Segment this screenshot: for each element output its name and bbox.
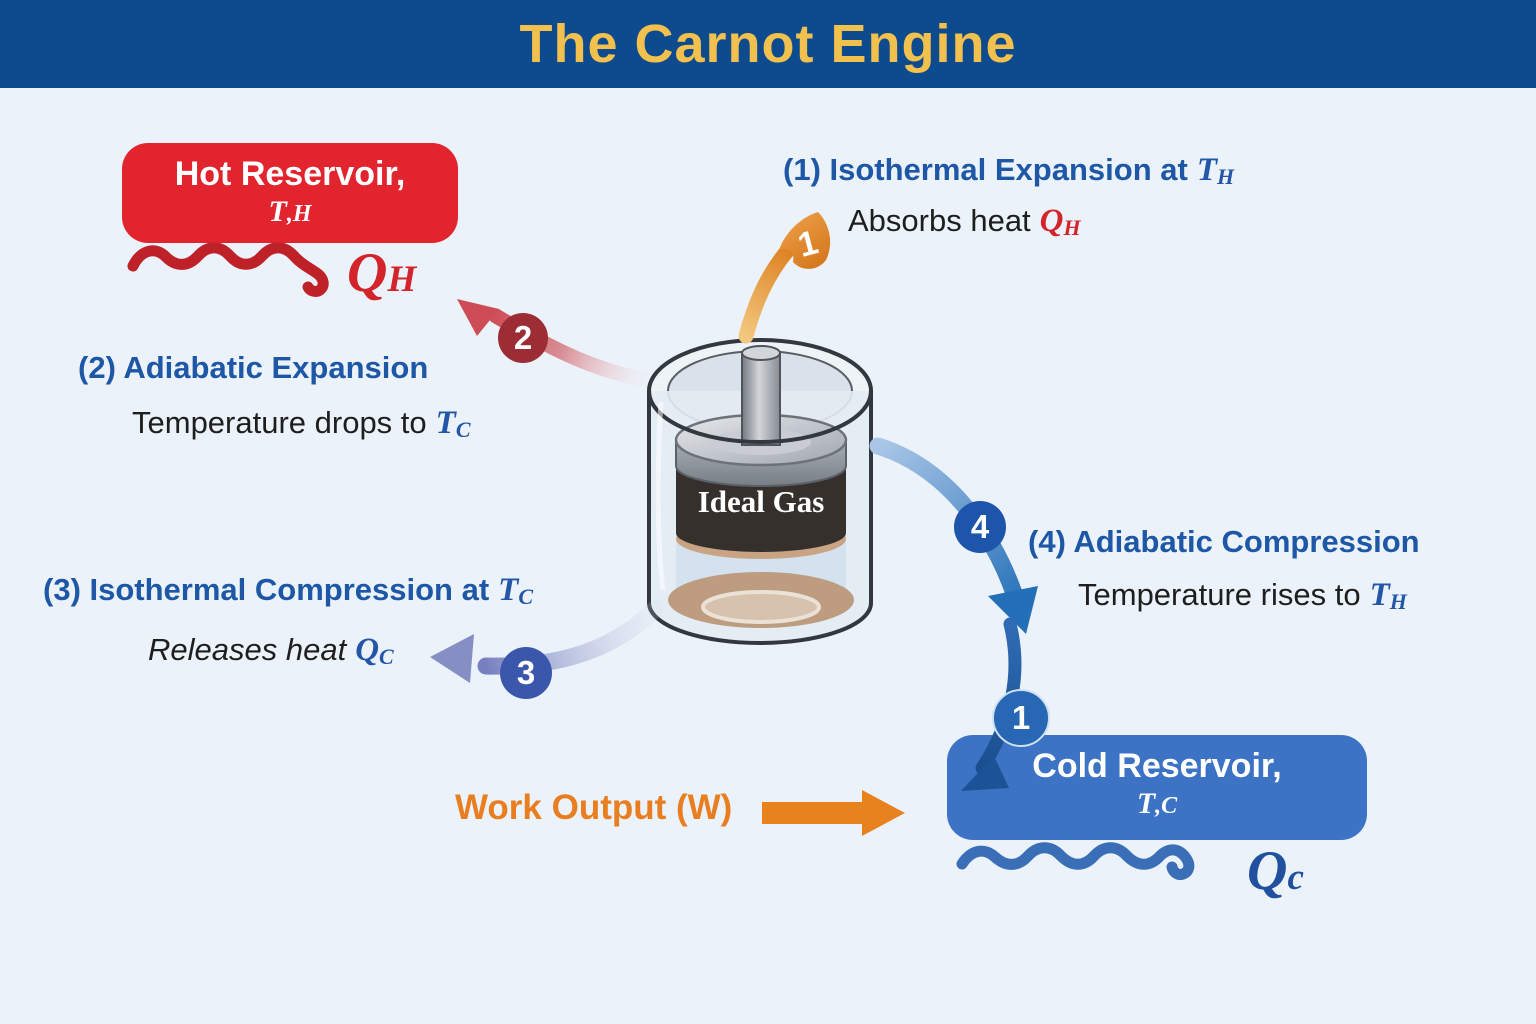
step3-desc-math: QC bbox=[355, 632, 394, 669]
step2-desc-math: TC bbox=[435, 405, 471, 442]
cold-heat-symbol: Qc bbox=[1247, 840, 1304, 902]
ideal-gas-label: Ideal Gas bbox=[697, 484, 825, 519]
step4-badge: 4 bbox=[954, 501, 1006, 553]
step1-heading-math: TH bbox=[1196, 152, 1235, 189]
step3-heading-math: TC bbox=[498, 572, 534, 609]
page-title: The Carnot Engine bbox=[519, 14, 1017, 74]
step4-desc-math: TH bbox=[1369, 577, 1407, 614]
hot-reservoir-box: Hot Reservoir, T,H bbox=[122, 143, 458, 243]
hot-reservoir-temp: T,H bbox=[268, 195, 312, 228]
hot-reservoir-label: Hot Reservoir, bbox=[174, 155, 406, 193]
arrow-step2-icon bbox=[457, 299, 656, 388]
step3-badge: 3 bbox=[500, 647, 552, 699]
cold-inflow-badge: 1 bbox=[992, 689, 1050, 747]
step4-heading: (4) Adiabatic Compression bbox=[1028, 524, 1420, 559]
cold-reservoir-label: Cold Reservoir, bbox=[1032, 747, 1282, 785]
hot-heat-symbol: QH bbox=[347, 242, 417, 304]
step1-badge: 1 bbox=[793, 222, 822, 265]
cold-reservoir-box: Cold Reservoir, T,C bbox=[947, 735, 1367, 840]
cold-heat-wave-icon bbox=[956, 842, 1195, 880]
step2-heading: (2) Adiabatic Expansion bbox=[78, 350, 429, 385]
work-output-label: Work Output (W) bbox=[455, 788, 733, 827]
step1-desc-math: QH bbox=[1039, 203, 1081, 240]
cold-reservoir-temp: T,C bbox=[1136, 787, 1178, 820]
header: The Carnot Engine bbox=[0, 0, 1536, 88]
work-output-arrow-icon bbox=[762, 790, 905, 836]
hot-heat-wave-icon bbox=[127, 242, 329, 297]
step2-badge: 2 bbox=[498, 313, 548, 363]
